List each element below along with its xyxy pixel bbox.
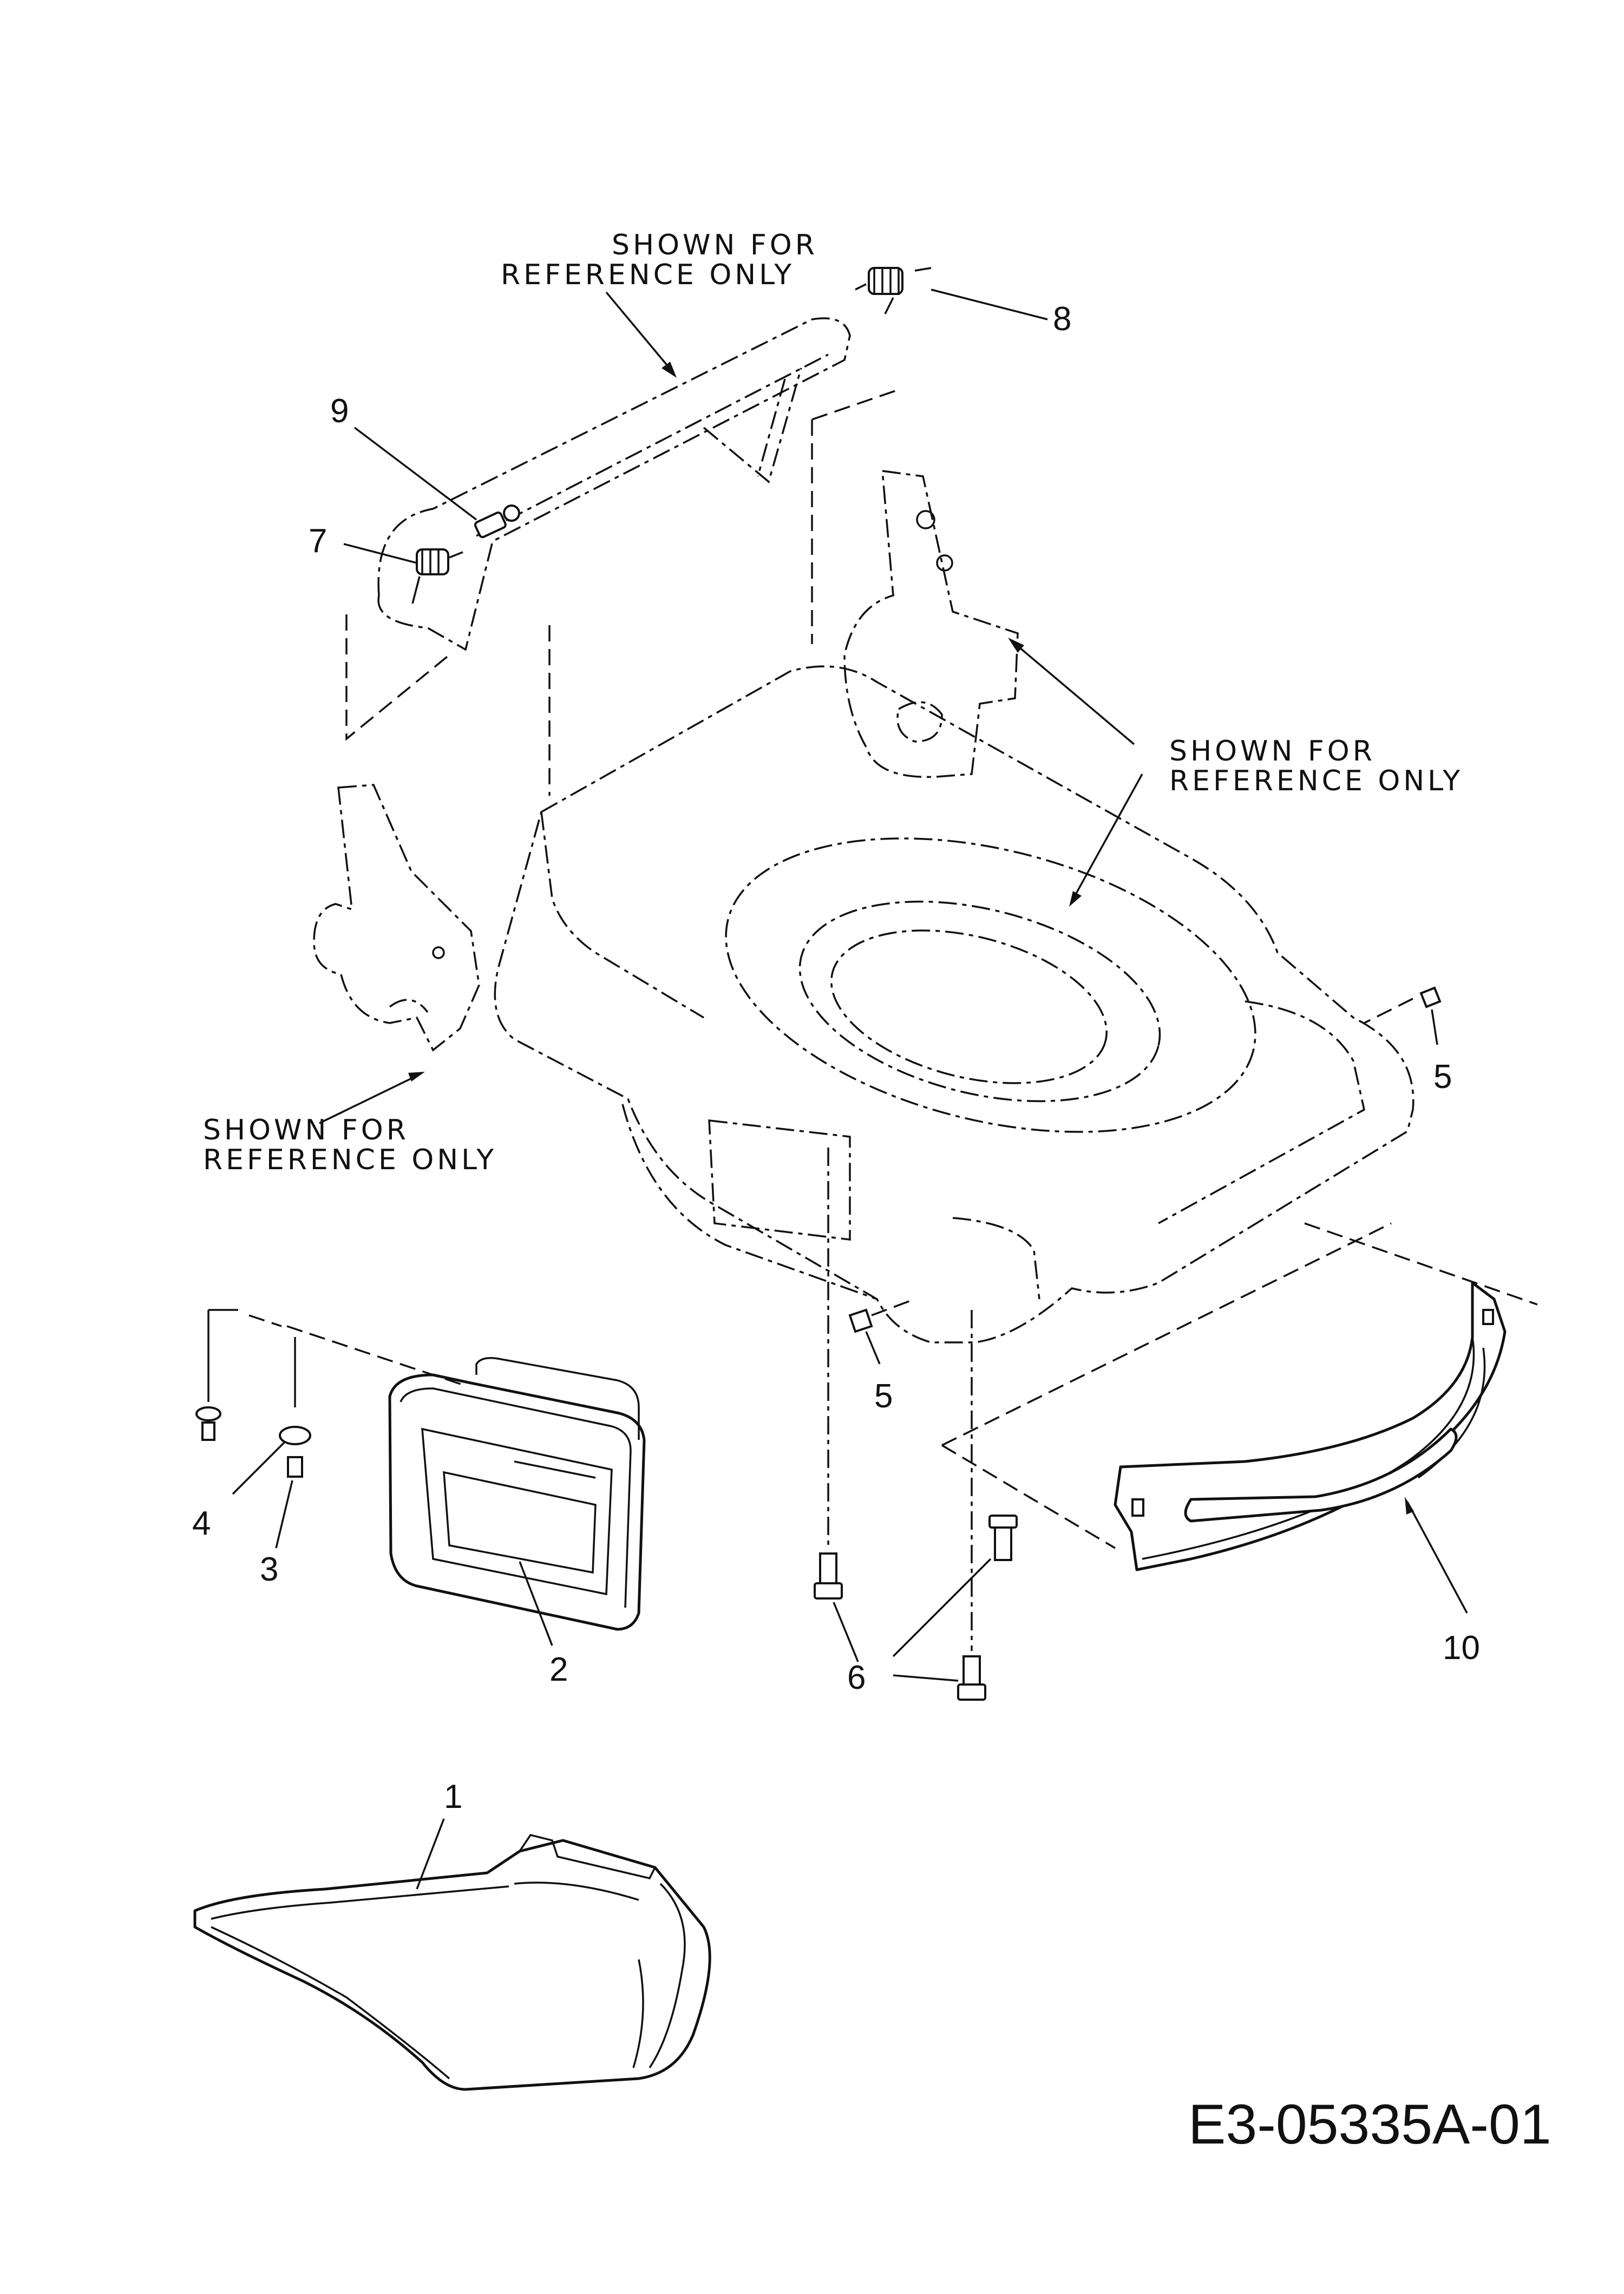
callout-5-lower: 5 (874, 1378, 893, 1415)
fasteners-3-4 (195, 1309, 311, 1549)
rear-flap-part-10[interactable] (941, 1222, 1538, 1614)
handle-bracket-assembly (377, 317, 851, 651)
callout-4: 4 (192, 1505, 211, 1542)
callout-7: 7 (309, 522, 327, 560)
reference-note-left: SHOWN FOR REFERENCE ONLY (203, 1072, 497, 1176)
bolts-6 (814, 1148, 1018, 1701)
callout-9: 9 (330, 392, 349, 430)
reference-note-line2: REFERENCE ONLY (501, 259, 795, 291)
callout-8: 8 (1053, 300, 1071, 338)
height-adjuster-left-reference (313, 784, 480, 1052)
torsion-spring-right (855, 267, 932, 314)
bolt-5-lower (848, 1298, 915, 1365)
callout-5-right: 5 (1433, 1058, 1452, 1096)
reference-note-left-line1: SHOWN FOR (203, 1114, 409, 1146)
callout-3: 3 (260, 1551, 278, 1588)
torsion-spring-left (411, 548, 463, 604)
reference-note-top: SHOWN FOR REFERENCE ONLY (501, 229, 818, 378)
pivot-pin (474, 504, 520, 539)
mower-deck-reference (494, 665, 1415, 1343)
callout-2: 2 (549, 1651, 568, 1688)
reference-note-right: SHOWN FOR REFERENCE ONLY (1008, 638, 1463, 907)
reference-note-right-line2: REFERENCE ONLY (1169, 765, 1463, 797)
callout-10: 10 (1443, 1629, 1480, 1667)
reference-leader-top (605, 291, 675, 375)
height-adjuster-right-reference (843, 469, 1019, 778)
reference-note-line1: SHOWN FOR (612, 229, 818, 261)
bolt-5-upper-right (1364, 986, 1442, 1045)
grass-bag-frame-part-2[interactable] (286, 1325, 646, 1646)
callout-6: 6 (847, 1659, 866, 1696)
reference-note-left-line2: REFERENCE ONLY (203, 1144, 497, 1176)
discharge-chute-part-1[interactable] (193, 1818, 711, 2091)
callout-1: 1 (444, 1778, 462, 1815)
drawing-number: E3-05335A-01 (1188, 2093, 1551, 2156)
reference-note-right-line1: SHOWN FOR (1169, 735, 1376, 768)
